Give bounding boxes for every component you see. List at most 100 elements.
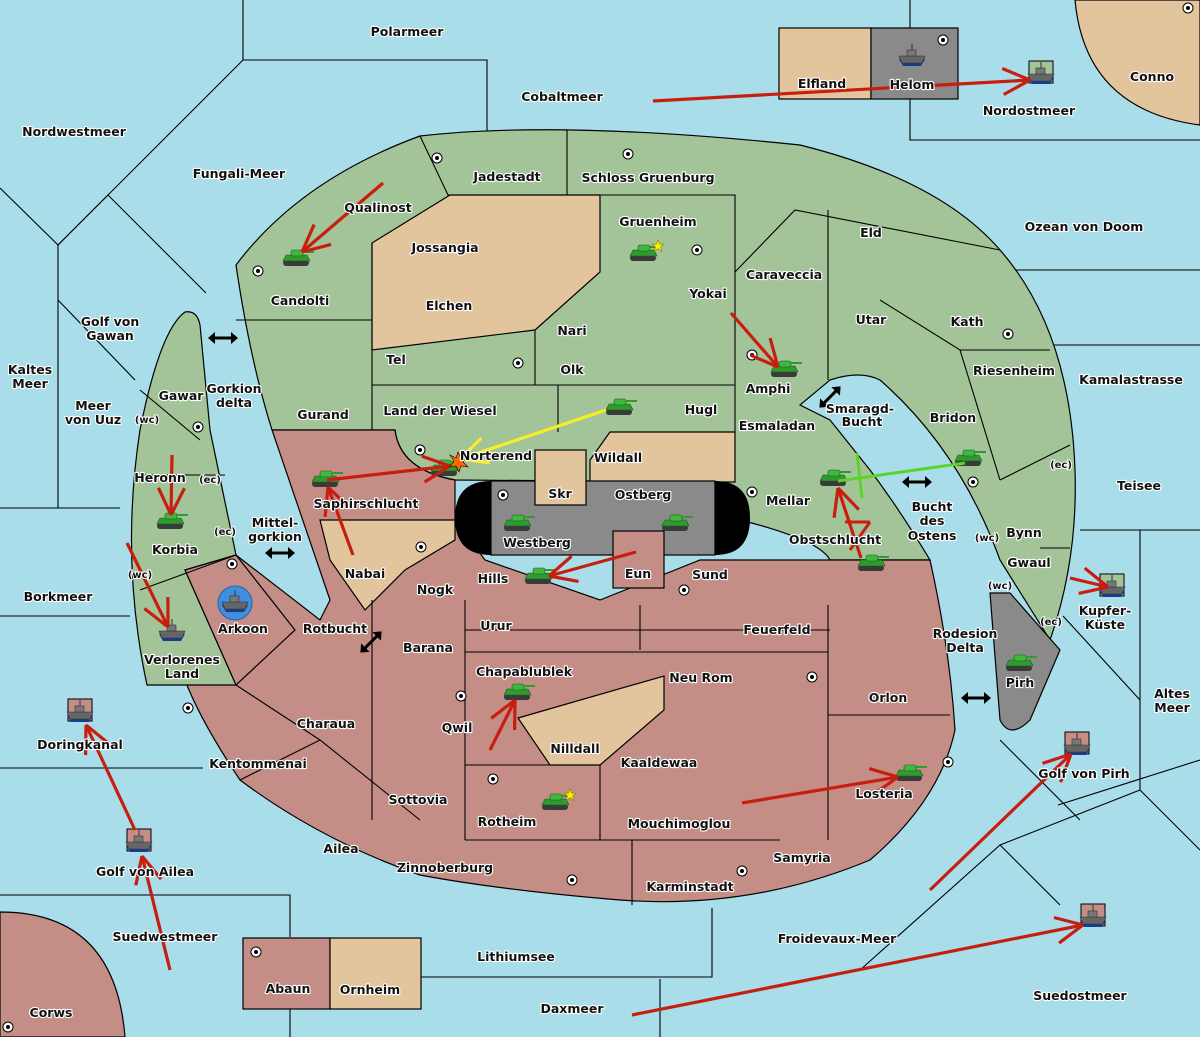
double-arrow-icon	[819, 386, 841, 408]
army-unit[interactable]	[503, 683, 535, 700]
army-unit[interactable]	[1005, 654, 1037, 671]
army-unit[interactable]	[503, 514, 535, 531]
fleet-unit[interactable]	[125, 828, 153, 852]
sea-label: Delta	[946, 640, 984, 655]
territory-label-hugl: Hugl	[685, 402, 718, 417]
double-arrow-icon	[360, 631, 382, 653]
sea-label: Lithiumsee	[477, 949, 555, 964]
army-unit[interactable]	[311, 470, 343, 487]
territory-label-kath: Kath	[951, 314, 984, 329]
fleet-unit[interactable]	[1079, 903, 1107, 927]
territory-eun[interactable]	[612, 530, 665, 589]
territory-ornheim[interactable]	[329, 937, 422, 1010]
territory-label-riesenheim: Riesenheim	[973, 363, 1055, 378]
supply-center-icon	[226, 558, 238, 570]
sea-label: Mittel-	[252, 515, 299, 530]
double-arrow-icon	[961, 692, 991, 704]
army-unit[interactable]	[895, 764, 927, 781]
territory-label-sottovia: Sottovia	[389, 792, 448, 807]
move-order-arrow	[741, 767, 899, 805]
territory-label-nogk: Nogk	[417, 582, 454, 597]
territory-label-gurand: Gurand	[297, 407, 349, 422]
territory-label-bynn: Bynn	[1006, 525, 1041, 540]
sea-label: Gorkion	[206, 381, 261, 396]
supply-center-icon	[455, 690, 467, 702]
territory-label-zinnoberburg: Zinnoberburg	[397, 860, 493, 875]
territory-label-wildall: Wildall	[594, 450, 642, 465]
tank-icon	[503, 683, 535, 700]
territory-label-urur: Urur	[480, 618, 512, 633]
army-unit[interactable]	[605, 398, 637, 415]
sea-label: Daxmeer	[540, 1001, 604, 1016]
territory-label-mellar: Mellar	[766, 493, 811, 508]
territory-label-chapablublek: Chapablublek	[476, 664, 573, 679]
adjacency-arrows	[208, 332, 991, 704]
tank-icon	[541, 793, 573, 810]
territory-arkoon[interactable]	[184, 554, 296, 687]
territory-label-eun: Eun	[625, 566, 651, 581]
supply-center-icon	[967, 476, 979, 488]
star-icon	[651, 239, 665, 253]
territory-elfland[interactable]	[778, 27, 872, 100]
territory-label-gwaul: Gwaul	[1007, 555, 1050, 570]
territory-label-rotheim: Rotheim	[478, 814, 537, 829]
territory-wildall[interactable]	[589, 431, 736, 483]
territory-label-saphirschlucht: Saphirschlucht	[314, 496, 419, 511]
army-unit[interactable]	[156, 512, 188, 529]
fleet-unit[interactable]	[1027, 60, 1055, 84]
fleet-unit[interactable]	[1063, 731, 1091, 755]
sea-label: Polarmeer	[371, 24, 445, 39]
territory-skr[interactable]	[534, 449, 587, 506]
territory-corws[interactable]	[0, 911, 126, 1037]
army-unit[interactable]	[857, 554, 889, 571]
conflict-burst-icon	[449, 451, 469, 473]
army-unit[interactable]	[770, 360, 802, 377]
ship-icon	[158, 619, 186, 641]
fleet-unit[interactable]	[217, 585, 253, 621]
territory-label-jadestadt: Jadestadt	[472, 169, 540, 184]
territory-label-norterend: Norterend	[460, 448, 532, 463]
sea-label: Suedwestmeer	[113, 929, 219, 944]
coast-label: (ec)	[1040, 617, 1062, 628]
army-unit[interactable]	[629, 239, 665, 261]
move-order-arrow	[326, 454, 451, 484]
ship-icon	[125, 830, 153, 852]
sea-label: Gawan	[86, 328, 134, 343]
coast-label: (wc)	[135, 415, 159, 426]
supply-center-icon	[746, 486, 758, 498]
army-unit[interactable]	[661, 514, 693, 531]
sea-label: Froidevaux-Meer	[778, 931, 897, 946]
territory-label-qualinost: Qualinost	[344, 200, 411, 215]
move-order-arrow	[652, 66, 1031, 103]
territory-label-esmaladan: Esmaladan	[739, 418, 815, 433]
sea-label: Suedostmeer	[1033, 988, 1127, 1003]
territory-label-nabai: Nabai	[345, 566, 386, 581]
sea-label: Golf von	[81, 314, 140, 329]
sea-label: von Uuz	[65, 412, 121, 427]
fleet-unit[interactable]	[158, 619, 186, 641]
sea-label: Ostens	[908, 528, 957, 543]
territory-label-bridon: Bridon	[930, 410, 976, 425]
orders	[83, 66, 1110, 1017]
territory-label-orlon: Orlon	[869, 690, 908, 705]
move-order-arrow	[631, 915, 1084, 1017]
territory-label-westberg: Westberg	[503, 535, 571, 550]
cancel-mark-icon	[845, 520, 872, 551]
fleet-unit[interactable]	[898, 44, 926, 66]
tank-icon	[857, 554, 889, 571]
territory-conno[interactable]	[1074, 0, 1200, 126]
supply-center-icon	[1002, 328, 1014, 340]
fleet-unit[interactable]	[66, 698, 94, 722]
territory-label-karminstadt: Karminstadt	[646, 879, 733, 894]
territory-label-utar: Utar	[856, 312, 888, 327]
territory-label-elchen: Elchen	[426, 298, 473, 313]
territory-label-gruenheim: Gruenheim	[619, 214, 696, 229]
sea-label: Borkmeer	[24, 589, 94, 604]
tank-icon	[524, 567, 556, 584]
territory-nilldall[interactable]	[517, 675, 665, 766]
army-unit[interactable]	[524, 567, 556, 584]
move-order-arrow	[83, 723, 137, 831]
army-unit[interactable]	[541, 788, 577, 810]
